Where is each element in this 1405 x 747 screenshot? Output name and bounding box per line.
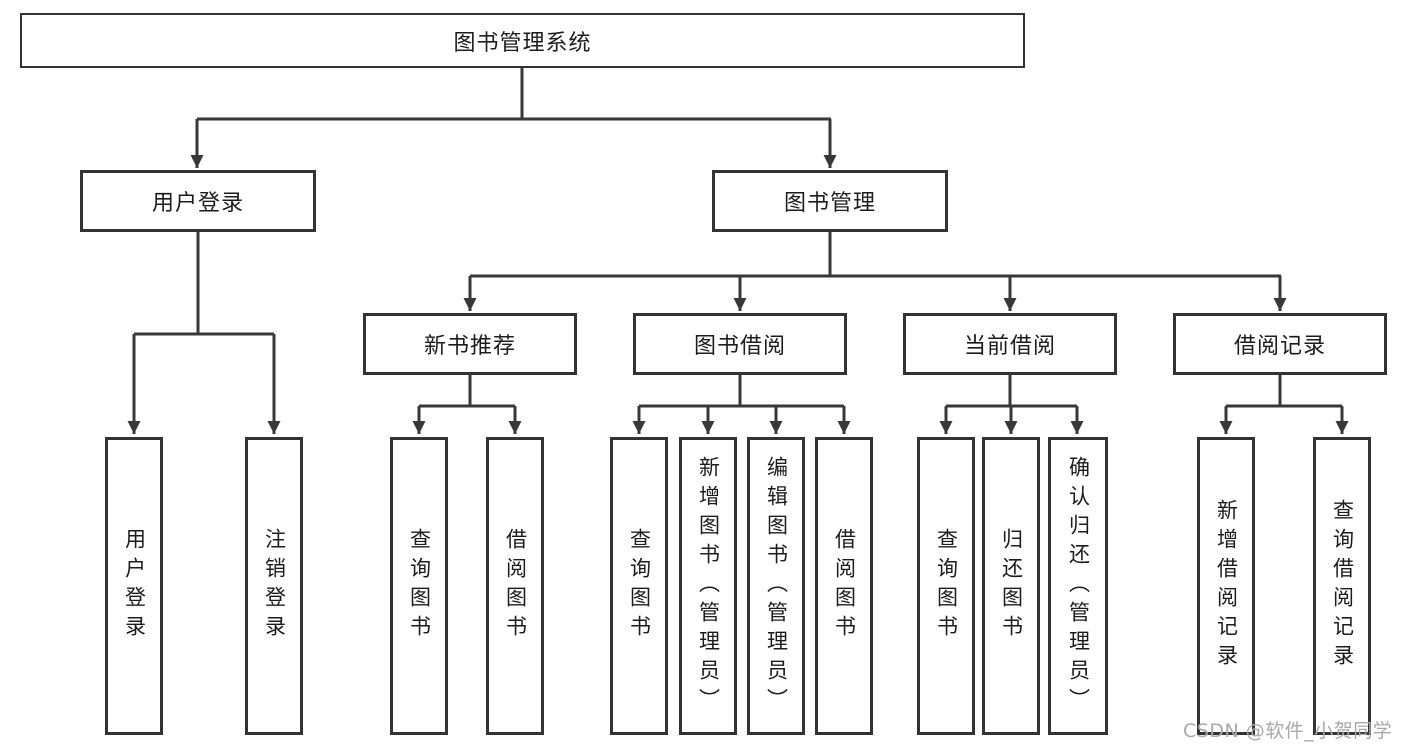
node-current-borrow: 当前借阅 bbox=[903, 313, 1117, 375]
leaf-add-book-admin: 新增图书（管理员） bbox=[679, 437, 737, 735]
node-root-label: 图书管理系统 bbox=[453, 30, 592, 56]
node-user-login: 用户登录 bbox=[80, 170, 316, 232]
node-root-system: 图书管理系统 bbox=[20, 13, 1025, 68]
node-new-book-recommend: 新书推荐 bbox=[363, 313, 577, 375]
leaf-borrow-books-label: 借阅图书 bbox=[832, 528, 857, 644]
leaf-edit-book-admin-label: 编辑图书（管理员） bbox=[764, 455, 789, 717]
leaf-query-borrow-record: 查询借阅记录 bbox=[1313, 437, 1371, 735]
leaf-return-book: 归还图书 bbox=[982, 437, 1040, 735]
leaf-add-borrow-record: 新增借阅记录 bbox=[1197, 437, 1255, 735]
node-new-book-recommend-label: 新书推荐 bbox=[423, 334, 516, 359]
watermark: CSDN @软件_小贺同学 bbox=[1183, 720, 1393, 742]
leaf-add-book-admin-label: 新增图书（管理员） bbox=[696, 455, 721, 717]
leaf-query-books-recommend-label: 查询图书 bbox=[407, 528, 432, 644]
leaf-query-books-borrow-label: 查询图书 bbox=[627, 528, 652, 644]
node-book-borrow-label: 图书借阅 bbox=[693, 334, 786, 359]
node-book-management: 图书管理 bbox=[712, 170, 948, 232]
node-book-borrow: 图书借阅 bbox=[633, 313, 847, 375]
leaf-edit-book-admin: 编辑图书（管理员） bbox=[747, 437, 805, 735]
leaf-query-books-current-label: 查询图书 bbox=[934, 528, 959, 644]
leaf-query-books-recommend: 查询图书 bbox=[390, 437, 448, 735]
leaf-query-books-current: 查询图书 bbox=[917, 437, 975, 735]
leaf-return-book-label: 归还图书 bbox=[999, 528, 1024, 644]
leaf-borrow-books-recommend-label: 借阅图书 bbox=[503, 528, 528, 644]
leaf-logout-label: 注销登录 bbox=[262, 528, 287, 644]
node-borrow-records: 借阅记录 bbox=[1173, 313, 1387, 375]
leaf-query-books-borrow: 查询图书 bbox=[610, 437, 668, 735]
leaf-logout: 注销登录 bbox=[245, 437, 303, 735]
leaf-query-borrow-record-label: 查询借阅记录 bbox=[1330, 499, 1355, 673]
leaf-add-borrow-record-label: 新增借阅记录 bbox=[1214, 499, 1239, 673]
node-borrow-records-label: 借阅记录 bbox=[1233, 334, 1326, 359]
leaf-confirm-return-admin-label: 确认归还（管理员） bbox=[1066, 455, 1091, 717]
leaf-user-login: 用户登录 bbox=[105, 437, 163, 735]
node-user-login-label: 用户登录 bbox=[151, 191, 244, 216]
node-current-borrow-label: 当前借阅 bbox=[963, 334, 1056, 359]
leaf-borrow-books-recommend: 借阅图书 bbox=[486, 437, 544, 735]
leaf-borrow-books: 借阅图书 bbox=[815, 437, 873, 735]
leaf-confirm-return-admin: 确认归还（管理员） bbox=[1048, 437, 1108, 735]
node-book-management-label: 图书管理 bbox=[783, 191, 876, 216]
leaf-user-login-label: 用户登录 bbox=[122, 528, 147, 644]
